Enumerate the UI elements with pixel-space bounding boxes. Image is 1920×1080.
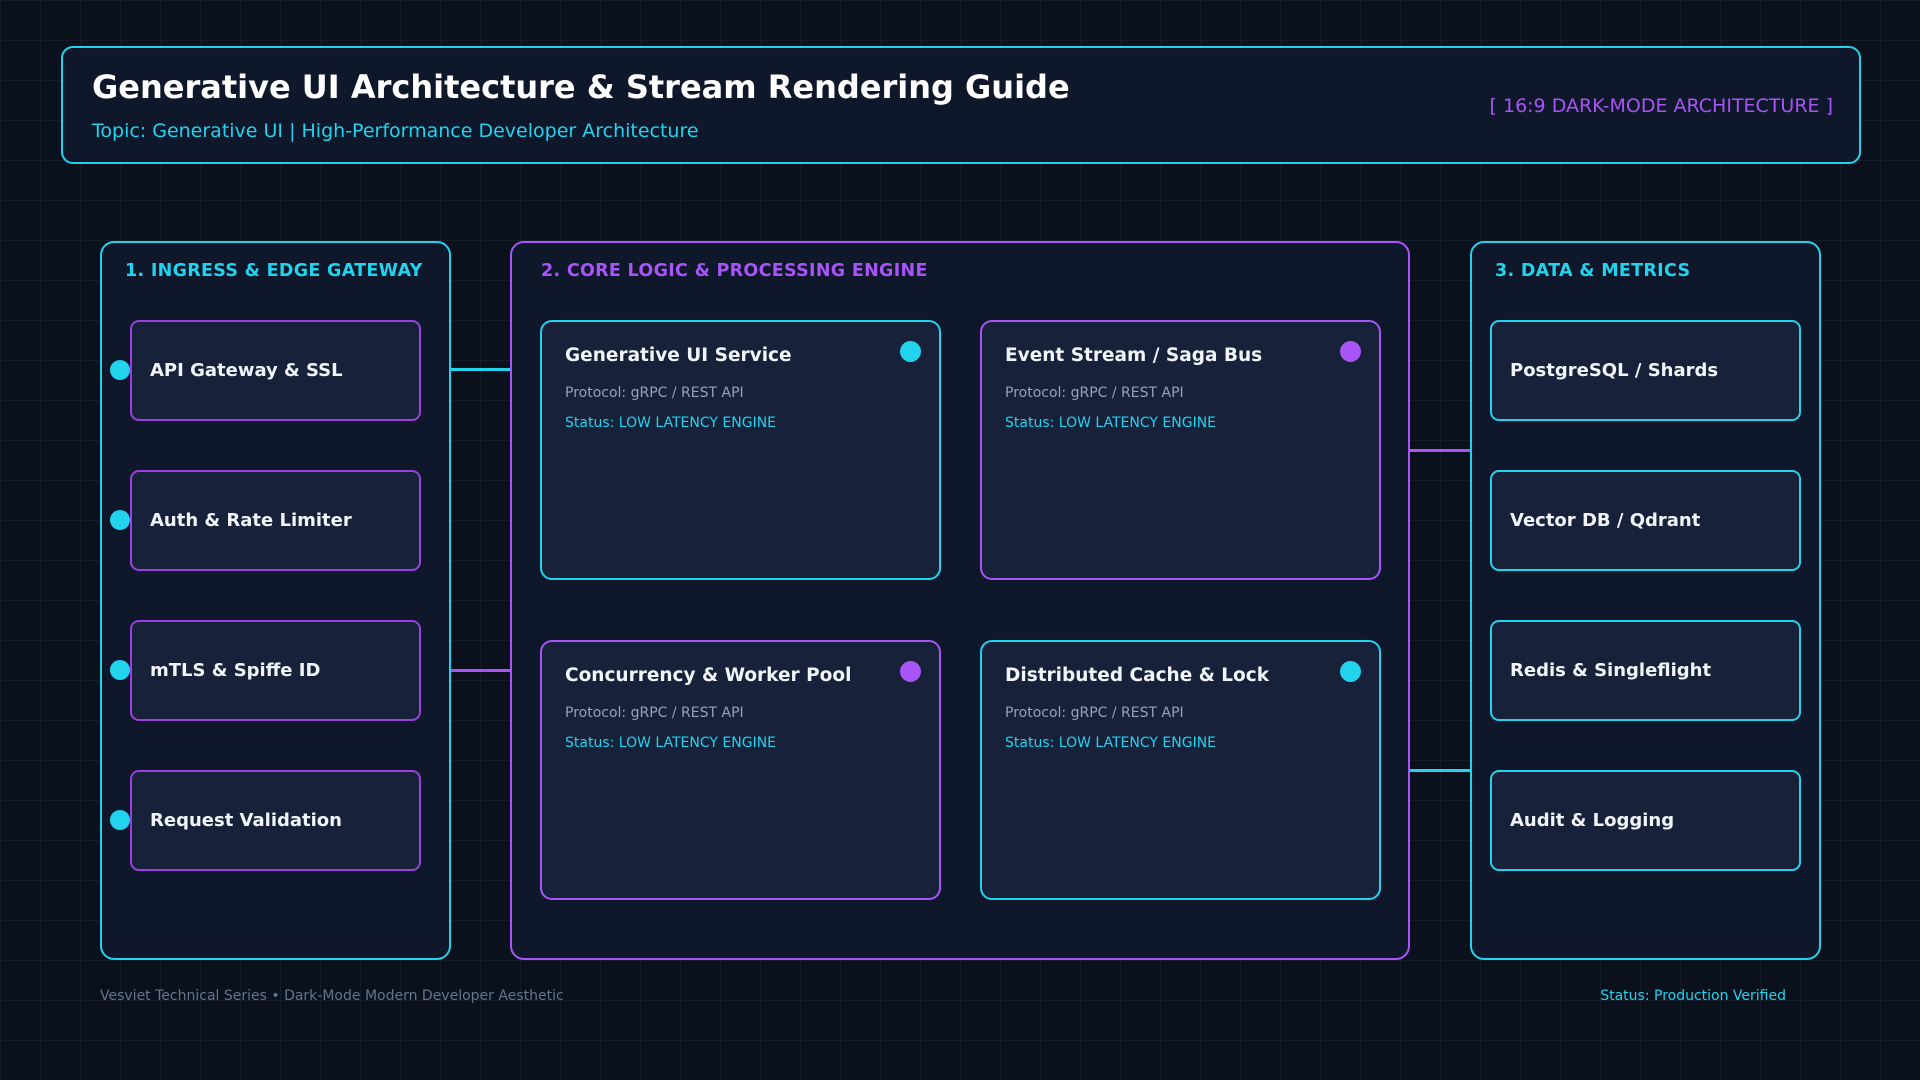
status-dot-icon [1340, 661, 1361, 682]
node-label: API Gateway & SSL [150, 360, 343, 381]
service-name: Event Stream / Saga Bus [1005, 345, 1263, 366]
data-metrics-panel-title: 3. DATA & METRICS [1495, 261, 1691, 281]
service-status: Status: LOW LATENCY ENGINE [565, 735, 777, 751]
service-protocol: Protocol: gRPC / REST API [1005, 705, 1184, 721]
page-subtitle: Topic: Generative UI | High-Performance … [92, 120, 699, 142]
core-panel-title: 2. CORE LOGIC & PROCESSING ENGINE [541, 261, 928, 281]
service-status: Status: LOW LATENCY ENGINE [1005, 415, 1217, 431]
service-protocol: Protocol: gRPC / REST API [565, 385, 744, 401]
status-dot-icon [900, 341, 921, 362]
service-protocol: Protocol: gRPC / REST API [1005, 385, 1184, 401]
service-card-concurrency[interactable]: Concurrency & Worker Pool Protocol: gRPC… [540, 640, 941, 900]
page-title: Generative UI Architecture & Stream Rend… [92, 68, 1070, 106]
connector-cache-to-audit [1380, 769, 1492, 772]
service-status: Status: LOW LATENCY ENGINE [565, 415, 777, 431]
status-dot-icon [110, 510, 130, 530]
node-postgresql[interactable]: PostgreSQL / Shards [1490, 320, 1801, 421]
footer-status: Status: Production Verified [1600, 988, 1786, 1004]
footer-series: Vesviet Technical Series • Dark-Mode Mod… [100, 988, 564, 1004]
node-vector-db[interactable]: Vector DB / Qdrant [1490, 470, 1801, 571]
connector-mtls-to-concurrency [420, 669, 542, 672]
status-dot-icon [110, 360, 130, 380]
node-label: Auth & Rate Limiter [150, 510, 352, 531]
node-label: Redis & Singleflight [1510, 660, 1712, 681]
service-name: Distributed Cache & Lock [1005, 665, 1270, 686]
node-audit-logging[interactable]: Audit & Logging [1490, 770, 1801, 871]
service-status: Status: LOW LATENCY ENGINE [1005, 735, 1217, 751]
node-mtls-spiffe[interactable]: mTLS & Spiffe ID [130, 620, 421, 721]
node-api-gateway[interactable]: API Gateway & SSL [130, 320, 421, 421]
header-banner: Generative UI Architecture & Stream Rend… [61, 46, 1861, 164]
service-card-generative-ui[interactable]: Generative UI Service Protocol: gRPC / R… [540, 320, 941, 580]
service-card-distributed-cache[interactable]: Distributed Cache & Lock Protocol: gRPC … [980, 640, 1381, 900]
service-name: Generative UI Service [565, 345, 792, 366]
status-dot-icon [1340, 341, 1361, 362]
node-request-validation[interactable]: Request Validation [130, 770, 421, 871]
ingress-panel-title: 1. INGRESS & EDGE GATEWAY [125, 261, 423, 281]
node-label: Vector DB / Qdrant [1510, 510, 1701, 531]
node-label: mTLS & Spiffe ID [150, 660, 321, 681]
node-label: Request Validation [150, 810, 342, 831]
aspect-badge: [ 16:9 DARK-MODE ARCHITECTURE ] [1489, 95, 1833, 117]
node-auth-rate-limiter[interactable]: Auth & Rate Limiter [130, 470, 421, 571]
node-label: PostgreSQL / Shards [1510, 360, 1719, 381]
status-dot-icon [900, 661, 921, 682]
connector-eventstream-to-postgres [1380, 449, 1492, 452]
service-card-event-stream[interactable]: Event Stream / Saga Bus Protocol: gRPC /… [980, 320, 1381, 580]
status-dot-icon [110, 810, 130, 830]
status-dot-icon [110, 660, 130, 680]
node-label: Audit & Logging [1510, 810, 1675, 831]
connector-gateway-to-genui [420, 368, 542, 371]
service-protocol: Protocol: gRPC / REST API [565, 705, 744, 721]
service-name: Concurrency & Worker Pool [565, 665, 852, 686]
node-redis[interactable]: Redis & Singleflight [1490, 620, 1801, 721]
